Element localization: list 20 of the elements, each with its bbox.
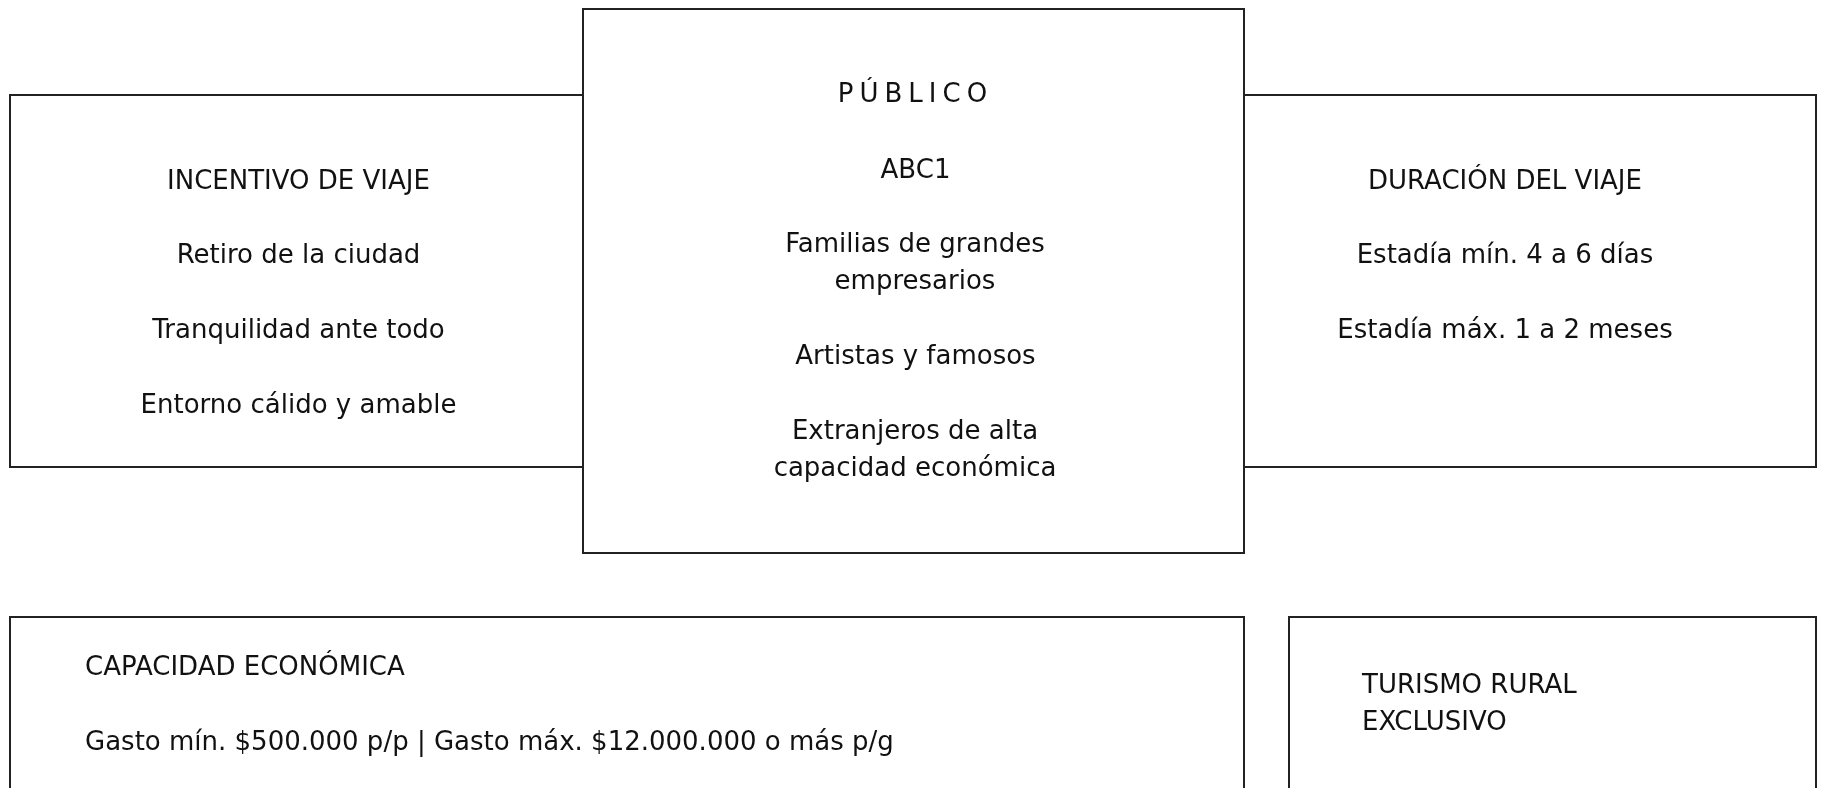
info-box: [1288, 616, 1817, 788]
body-text: Estadía mín. 4 a 6 días: [1355, 238, 1655, 271]
box-heading: DURACIÓN DEL VIAJE: [1367, 163, 1643, 197]
body-text: Tranquilidad ante todo: [151, 313, 446, 346]
body-text: Entorno cálido y amable: [139, 388, 458, 421]
box-heading: INCENTIVO DE VIAJE: [166, 164, 431, 197]
info-box: [582, 8, 1245, 554]
info-box: [9, 94, 584, 468]
body-text: Familias de grandes empresarios: [784, 227, 1046, 297]
box-heading: CAPACIDAD ECONÓMICA: [85, 649, 406, 683]
body-text: Gasto mín. $500.000 p/p | Gasto máx. $12.000.000 o más p/g: [85, 725, 895, 759]
box-heading: TURISMO RURAL EXCLUSIVO: [1362, 668, 1578, 738]
body-text: Artistas y famosos: [794, 339, 1037, 372]
info-box: [9, 616, 1245, 788]
info-box: [1243, 94, 1817, 468]
box-heading: PÚBLICO: [836, 76, 995, 110]
body-text: Estadía máx. 1 a 2 meses: [1336, 313, 1674, 346]
body-text: Extranjeros de alta capacidad económica: [772, 414, 1058, 484]
body-text: Retiro de la ciudad: [175, 238, 422, 271]
body-text: ABC1: [879, 153, 952, 186]
